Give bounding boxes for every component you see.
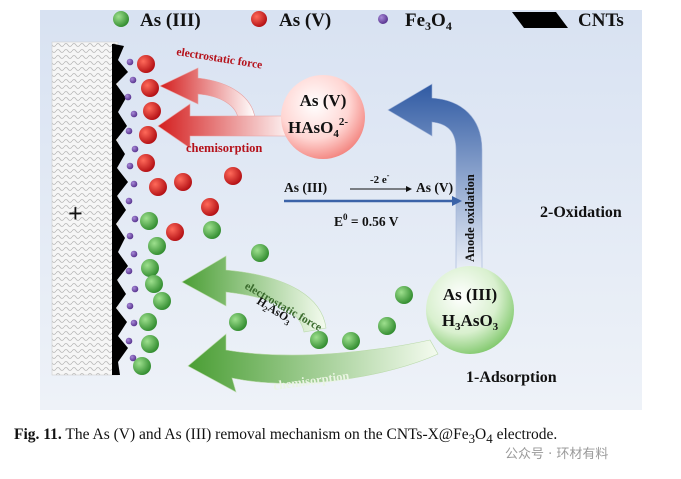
caption-text-start: The As (V) and As (III) removal mechanis… <box>61 426 469 443</box>
legend-fe3o4-label: Fe3O4 <box>405 10 452 33</box>
as5-particle <box>143 102 161 120</box>
caption-text-mid: O <box>475 426 487 443</box>
reaction-electrons: -2 e- <box>370 171 390 186</box>
fe3o4-particle <box>131 285 139 293</box>
diagram-panel <box>40 10 642 410</box>
reaction-reactant: As (III) <box>284 180 327 195</box>
fe3o4-particle <box>130 319 138 327</box>
as3-particle <box>148 237 166 255</box>
fe3o4-particle <box>129 76 137 84</box>
electrode-body <box>51 41 119 376</box>
red-chemisorption-arrow <box>157 103 297 149</box>
as3-bubble-formula: H3AsO3 <box>442 311 499 333</box>
legend-as3-marker <box>113 11 129 27</box>
as3-particle <box>139 313 157 331</box>
as3-bubble-title: As (III) <box>443 285 497 304</box>
as3-particle <box>310 331 328 349</box>
green-chemisorption-arrow <box>187 333 439 393</box>
as3-particles <box>133 212 413 375</box>
fe3o4-particle <box>126 232 134 240</box>
step-oxidation-label: 2-Oxidation <box>540 204 622 221</box>
oxidation-reaction: As (III) -2 e- As (V) E0 = 0.56 V <box>284 171 462 229</box>
fe3o4-particle <box>125 267 133 275</box>
legend-as5-marker <box>251 11 267 27</box>
fe3o4-particle <box>126 302 134 310</box>
legend-fe3o4-marker <box>378 14 388 24</box>
anode-oxidation-label: Anode oxidation <box>463 174 477 262</box>
as5-bubble-title: As (V) <box>300 91 347 110</box>
legend: As (III) As (V) Fe3O4 CNTs <box>113 10 624 33</box>
as3-particle <box>378 317 396 335</box>
fe3o4-particle <box>125 127 133 135</box>
as5-particle <box>139 126 157 144</box>
as5-particle <box>137 55 155 73</box>
as3-particle <box>141 335 159 353</box>
fe3o4-particle <box>131 215 139 223</box>
fe3o4-particle <box>124 93 132 101</box>
as3-particle <box>203 221 221 239</box>
red-chemisorption-label: chemisorption <box>186 141 262 155</box>
as5-particle <box>224 167 242 185</box>
reaction-product: As (V) <box>416 180 453 195</box>
legend-cnts-label: CNTs <box>578 10 624 31</box>
caption-text-end: electrode. <box>492 426 558 443</box>
figure-caption: Fig. 11. The As (V) and As (III) removal… <box>14 424 668 450</box>
green-electrostatic-arrow <box>181 255 327 333</box>
reaction-small-arrowhead <box>406 186 412 192</box>
as3-bubble-circle <box>426 266 514 354</box>
fe3o4-particle <box>131 145 139 153</box>
figure-number: Fig. 11. <box>14 426 62 443</box>
fe3o4-particle <box>125 197 133 205</box>
electrode-sign: + <box>68 199 83 228</box>
reaction-potential: E0 = 0.56 V <box>334 212 399 229</box>
as3-particle <box>342 332 360 350</box>
as5-particle <box>137 154 155 172</box>
fe3o4-particle <box>130 250 138 258</box>
as5-particle <box>166 223 184 241</box>
as5-bubble: As (V) HAsO42- <box>281 75 365 159</box>
as3-particle <box>153 292 171 310</box>
reaction-blue-arrowhead <box>452 196 462 206</box>
fe3o4-particle <box>129 354 137 362</box>
anode-oxidation-arrow: Anode oxidation <box>387 83 483 279</box>
as5-particle <box>149 178 167 196</box>
as5-bubble-circle <box>281 75 365 159</box>
caption-sub2: 4 <box>486 431 493 447</box>
legend-cnts-marker <box>512 12 568 28</box>
as5-particle <box>201 198 219 216</box>
fe3o4-particle <box>126 58 134 66</box>
as3-particle <box>145 275 163 293</box>
watermark: 公众号 · 环材有料 <box>505 447 609 462</box>
electrode: + <box>51 41 128 376</box>
as3-particle <box>395 286 413 304</box>
red-electrostatic-arrow <box>159 67 256 119</box>
as5-particles <box>137 55 242 241</box>
legend-as5-label: As (V) <box>279 10 331 31</box>
fe3o4-particles <box>124 58 139 362</box>
fe3o4-particle <box>130 180 138 188</box>
as5-particle <box>174 173 192 191</box>
as3-particle <box>251 244 269 262</box>
as3-particle <box>141 259 159 277</box>
as5-bubble-formula: HAsO42- <box>288 116 348 140</box>
caption-sub1: 3 <box>468 431 476 447</box>
legend-as3-label: As (III) <box>140 10 201 31</box>
as3-particle <box>140 212 158 230</box>
as5-particle <box>141 79 159 97</box>
as3-bubble: As (III) H3AsO3 <box>426 266 514 354</box>
blue-arrow-shape <box>387 83 483 279</box>
fe3o4-particle <box>130 110 138 118</box>
step-adsorption-label: 1-Adsorption <box>466 369 557 386</box>
as3-particle <box>133 357 151 375</box>
as3-particle <box>229 313 247 331</box>
cnt-layer <box>112 44 128 375</box>
fe3o4-particle <box>126 162 134 170</box>
fe3o4-particle <box>125 337 133 345</box>
